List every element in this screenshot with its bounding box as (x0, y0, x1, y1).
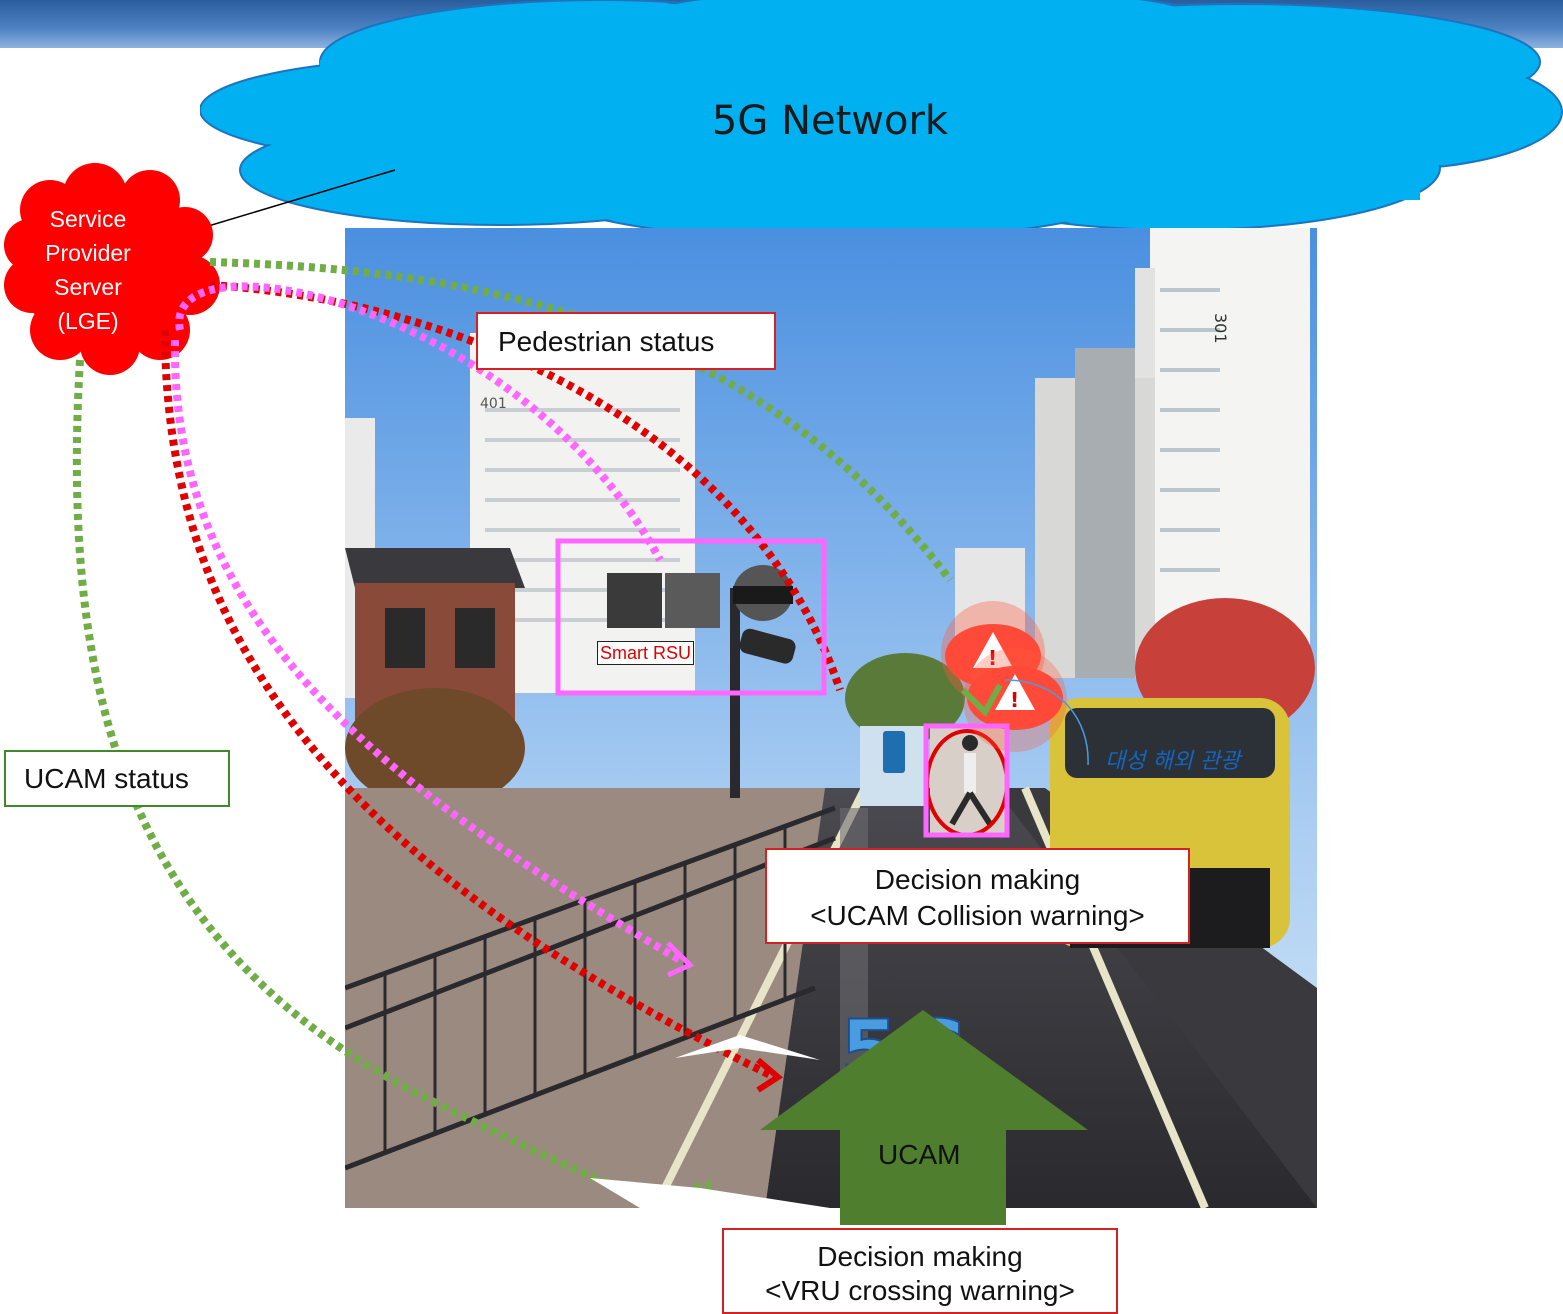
red-path-to-ucam (161, 329, 772, 1079)
pedestrian-status-box: Pedestrian status (476, 312, 776, 370)
warning-bus-link (1004, 679, 1089, 766)
ucam-label: UCAM (878, 1139, 961, 1170)
service-provider-server (4, 163, 220, 375)
warning-glyph-top: ! (988, 646, 997, 670)
server-label-line: (LGE) (57, 308, 119, 334)
server-label-line: Provider (45, 240, 131, 266)
pink-path-road (170, 339, 683, 964)
decision-vru-detail: <VRU crossing warning> (765, 1275, 1075, 1306)
building-401-number: 401 (480, 396, 507, 412)
red-arrowhead (756, 1057, 784, 1093)
smart-rsu-label: Smart RSU (597, 641, 695, 665)
decision-collision-title: Decision making (874, 864, 1081, 895)
pedestrian-status-label: Pedestrian status (498, 326, 715, 357)
smart-rsu-box (555, 538, 827, 696)
decision-collision-detail: <UCAM Collision warning> (810, 900, 1145, 931)
green-check-arrow (960, 683, 1003, 717)
pink-arrowhead (666, 941, 695, 978)
decision-collision-box: Decision making <UCAM Collision warning> (765, 848, 1190, 944)
warning-glyph-bottom: ! (1010, 688, 1019, 712)
decision-vru-box: Decision making <VRU crossing warning> (722, 1228, 1118, 1314)
server-label-line: Server (54, 274, 122, 300)
decision-vru-title: Decision making (817, 1241, 1023, 1272)
red-path-to-rsu (209, 281, 844, 692)
street-scene: 대성 해외 관광 401 301 ! ! 5G (345, 228, 1317, 1208)
ucam-status-label: UCAM status (24, 763, 189, 794)
green-path-ucam-status (72, 359, 716, 1203)
building-301-number: 301 (1211, 313, 1230, 344)
ucam-status-box: UCAM status (4, 750, 230, 807)
server-label: Service Provider Server (LGE) (28, 202, 148, 338)
5g-network-cloud (200, 0, 1563, 241)
pedestrian-box (923, 723, 1010, 838)
bus-sign: 대성 해외 관광 (1105, 749, 1243, 774)
server-cloud-link (194, 169, 396, 231)
network-label: 5G Network (711, 98, 949, 144)
green-path-pedestrian (209, 258, 954, 583)
server-label-line: Service (49, 206, 127, 232)
pink-path-rsu (175, 282, 664, 562)
ucam-arrow (760, 1010, 1088, 1225)
building-301 (1150, 228, 1310, 658)
